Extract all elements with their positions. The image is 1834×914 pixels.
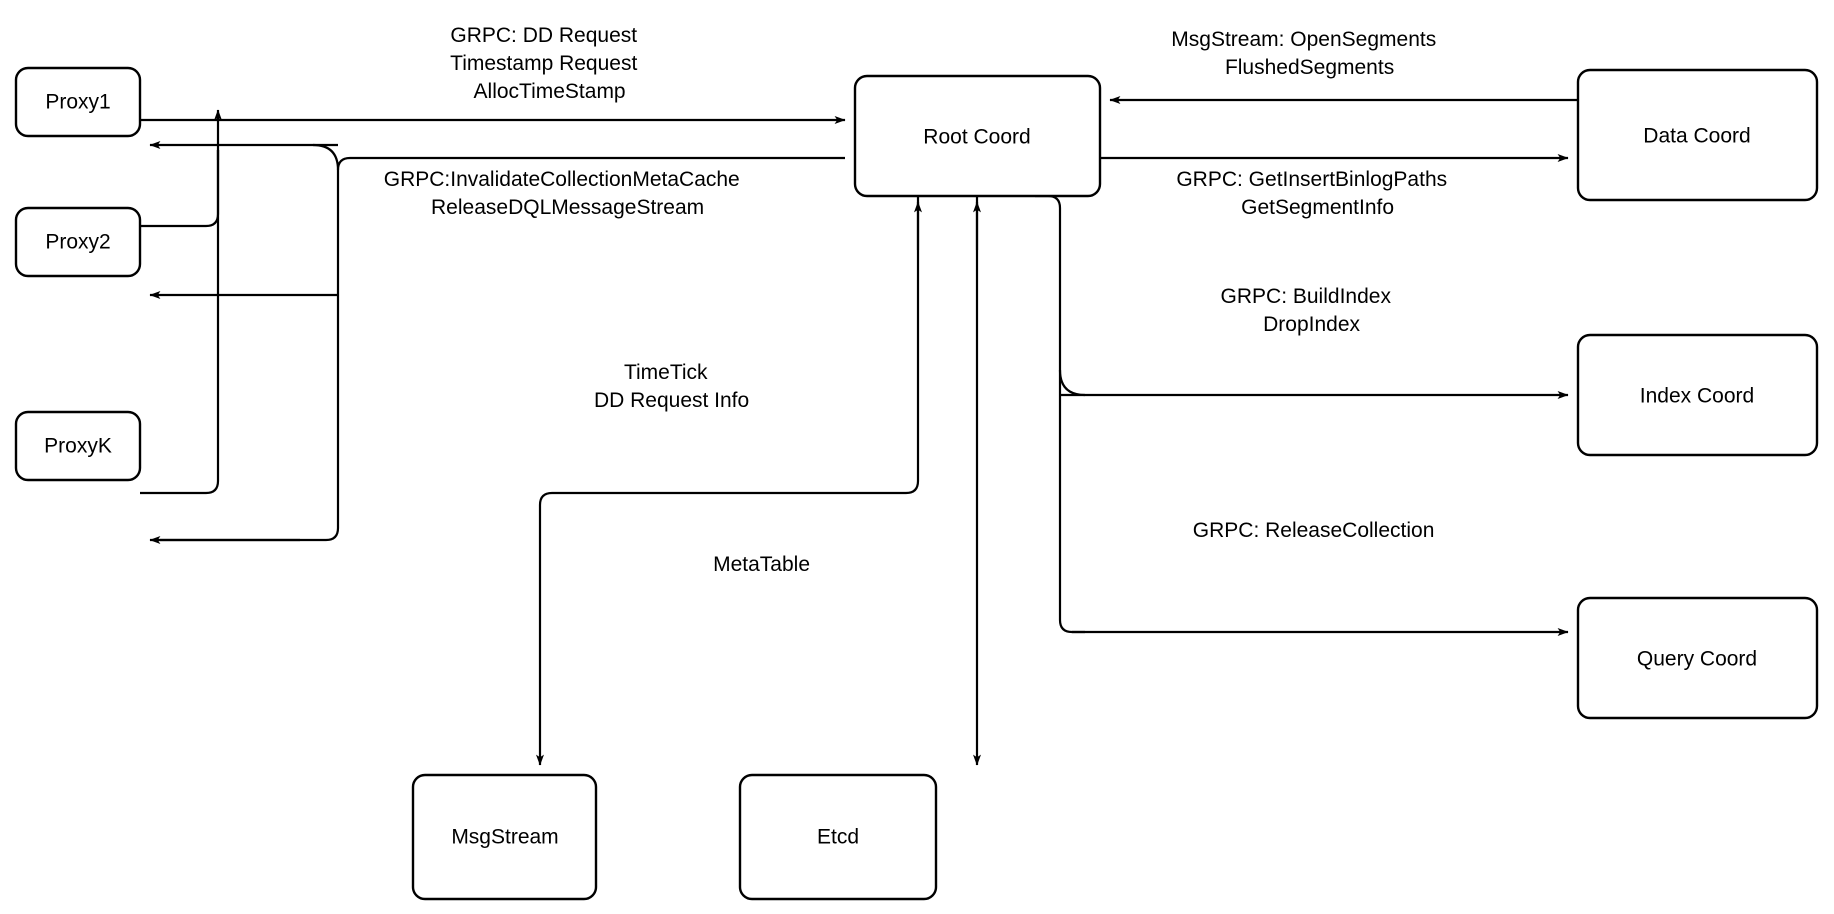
edge-proxy2-to-trunk xyxy=(140,150,220,228)
edge-label-line: DD Request Info xyxy=(594,389,749,412)
edge-label-root-to-datacoord: GRPC: GetInsertBinlogPaths GetSegmentInf… xyxy=(1176,168,1499,219)
node-indexcoord-box[interactable] xyxy=(1576,333,1819,457)
edge-rootcoord-to-msgstream xyxy=(536,196,920,766)
edge-label-line: FlushedSegments xyxy=(1225,56,1394,79)
node-querycoord[interactable]: Query Coord xyxy=(1576,596,1819,720)
node-proxyk-box[interactable] xyxy=(14,410,142,482)
node-rootcoord-box[interactable] xyxy=(853,74,1102,198)
edge-label-line: AllocTimeStamp xyxy=(474,80,626,103)
edge-indexcoord-branch-corner xyxy=(1058,369,1086,397)
edge-proxy1-return-corner xyxy=(312,143,340,171)
node-etcd-box[interactable] xyxy=(738,773,938,901)
node-proxy1-label: Proxy1 xyxy=(45,91,110,114)
edge-label-line: GRPC: BuildIndex xyxy=(1221,285,1392,308)
edge-rootcoord-right-bus xyxy=(1035,194,1085,634)
node-etcd-label: Etcd xyxy=(817,826,859,849)
node-rootcoord-label: Root Coord xyxy=(923,126,1030,149)
edge-labels-layer: GRPC: DD Request Timestamp Request Alloc… xyxy=(384,24,1499,576)
edge-label-line: DropIndex xyxy=(1263,313,1360,336)
node-msgstream-label: MsgStream xyxy=(451,826,558,849)
edge-label-line: Timestamp Request xyxy=(450,52,637,75)
edge-label-line: MetaTable xyxy=(713,553,810,576)
edge-label-line: GRPC: DD Request xyxy=(450,24,637,47)
node-proxy2[interactable]: Proxy2 xyxy=(14,206,142,278)
edge-label-root-to-etcd: MetaTable xyxy=(713,553,851,576)
edge-label-line: GRPC:InvalidateCollectionMetaCache xyxy=(384,168,740,191)
edge-label-line: GRPC: ReleaseCollection xyxy=(1193,519,1435,542)
edge-label-root-to-msgstream: TimeTick DD Request Info xyxy=(594,361,790,412)
edge-label-line: ReleaseDQLMessageStream xyxy=(431,196,704,219)
node-proxyk-label: ProxyK xyxy=(44,435,112,458)
edge-label-line: GRPC: GetInsertBinlogPaths xyxy=(1176,168,1447,191)
node-proxyk[interactable]: ProxyK xyxy=(14,410,142,482)
node-indexcoord[interactable]: Index Coord xyxy=(1576,333,1819,457)
edge-label-line: TimeTick xyxy=(624,361,708,384)
node-msgstream[interactable]: MsgStream xyxy=(411,773,598,901)
edge-label-datacoord-to-root: MsgStream: OpenSegments FlushedSegments xyxy=(1171,28,1488,79)
node-proxy1[interactable]: Proxy1 xyxy=(14,66,142,138)
edge-label-line: MsgStream: OpenSegments xyxy=(1171,28,1436,51)
node-proxy2-label: Proxy2 xyxy=(45,231,110,254)
node-querycoord-box[interactable] xyxy=(1576,596,1819,720)
node-proxy1-box[interactable] xyxy=(14,66,142,138)
edge-proxyk-to-trunk xyxy=(140,150,220,495)
node-indexcoord-label: Index Coord xyxy=(1640,385,1754,408)
edge-label-root-to-querycoord: GRPC: ReleaseCollection xyxy=(1193,519,1475,542)
node-proxy2-box[interactable] xyxy=(14,206,142,278)
node-querycoord-label: Query Coord xyxy=(1637,648,1757,671)
node-datacoord-label: Data Coord xyxy=(1643,125,1750,148)
edge-rootcoord-to-proxy-bus xyxy=(160,156,845,542)
node-rootcoord[interactable]: Root Coord xyxy=(853,74,1102,198)
edge-label-root-to-proxy: GRPC:InvalidateCollectionMetaCache Relea… xyxy=(384,168,793,219)
node-datacoord-box[interactable] xyxy=(1576,68,1819,202)
edge-label-line: GetSegmentInfo xyxy=(1241,196,1394,219)
edge-label-proxy-to-root: GRPC: DD Request Timestamp Request Alloc… xyxy=(450,24,690,103)
node-etcd[interactable]: Etcd xyxy=(738,773,938,901)
nodes-layer: Proxy1 Proxy2 ProxyK Root Coord Data Coo… xyxy=(14,66,1819,901)
edge-label-root-to-indexcoord: GRPC: BuildIndex DropIndex xyxy=(1221,285,1444,336)
node-msgstream-box[interactable] xyxy=(411,773,598,901)
node-datacoord[interactable]: Data Coord xyxy=(1576,68,1819,202)
